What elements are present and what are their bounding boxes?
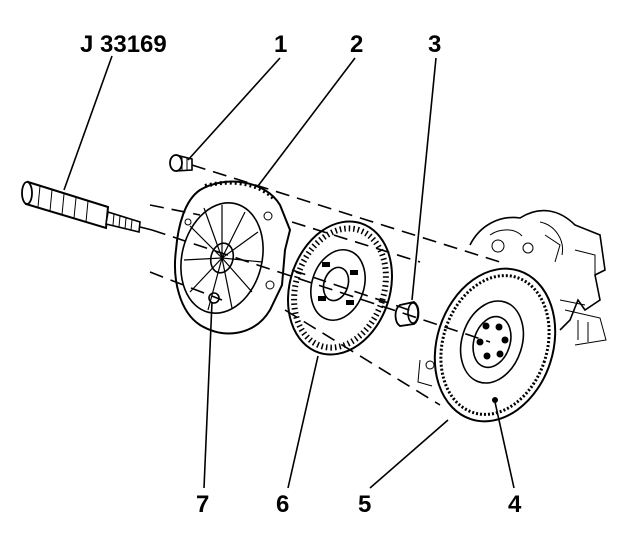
callout-4: 4 <box>508 491 522 518</box>
leader-4 <box>494 401 515 489</box>
callout-5: 5 <box>358 491 371 518</box>
leader-7 <box>203 301 213 489</box>
leader-lines <box>63 55 515 489</box>
assembly-lines <box>149 164 501 406</box>
tool-label: J 33169 <box>80 31 167 58</box>
leader-6 <box>287 355 319 489</box>
alignment-tool <box>21 180 153 233</box>
callout-7: 7 <box>196 491 209 518</box>
disc-damper-springs <box>318 262 358 305</box>
flywheel <box>417 267 557 423</box>
callout-6: 6 <box>276 491 289 518</box>
leader-tool <box>63 55 113 191</box>
clutch-disc <box>287 220 393 356</box>
callout-1: 1 <box>274 31 287 58</box>
callout-3: 3 <box>428 31 441 58</box>
leader-5 <box>369 419 449 489</box>
callout-2: 2 <box>350 31 363 58</box>
pressure-plate <box>174 180 292 335</box>
flywheel-bolt-pattern <box>476 322 509 360</box>
engine-block <box>469 209 607 346</box>
diaphragm-fingers <box>183 205 263 311</box>
leader-1 <box>187 57 281 161</box>
pressure-plate-bolt <box>169 154 193 172</box>
leader-2 <box>257 57 356 187</box>
leader-3 <box>411 57 437 301</box>
